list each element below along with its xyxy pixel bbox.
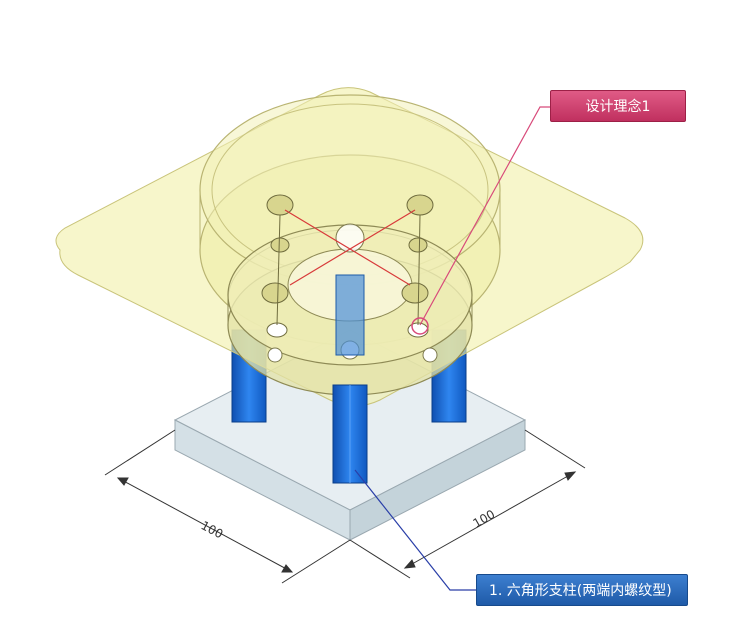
red-cross-lines bbox=[284, 209, 416, 286]
design-concept-target bbox=[411, 317, 429, 335]
dimension-lines bbox=[104, 429, 586, 584]
bolt-assemblies bbox=[261, 194, 434, 338]
dimension-left-label: 100 bbox=[199, 518, 226, 541]
center-back-pillar bbox=[335, 274, 365, 356]
design-concept-callout[interactable]: 设计理念1 bbox=[550, 90, 686, 122]
dimension-right-label: 100 bbox=[471, 507, 498, 531]
leader-lines bbox=[354, 106, 550, 591]
front-hexagon-pillar bbox=[332, 384, 368, 484]
part-1-callout[interactable]: 1. 六角形支柱(两端内螺纹型) bbox=[476, 574, 688, 606]
